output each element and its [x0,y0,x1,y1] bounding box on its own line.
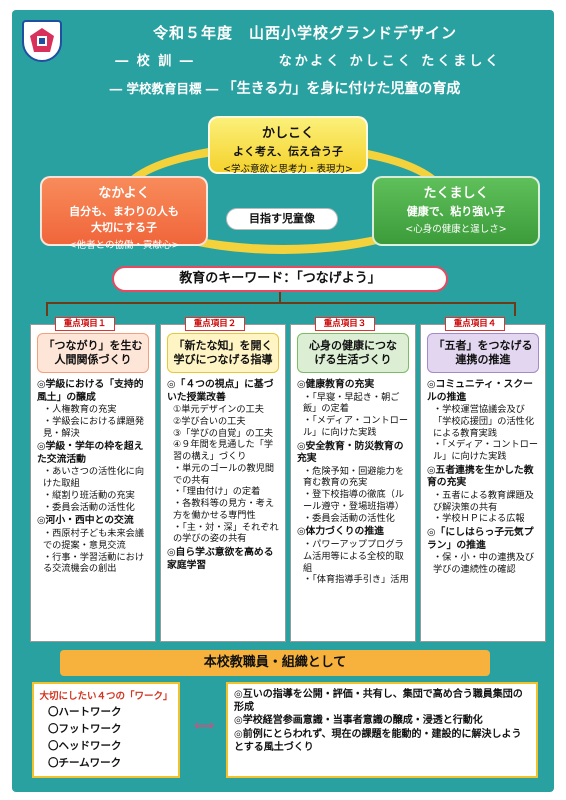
focus-tag: 重点項目１ [55,317,115,331]
focus-items: ◎学級における「支持的風土」の醸成・人権教育の充実・学級会における課題発見・解決… [31,373,155,575]
connector-bracket [46,302,516,316]
goal-text: 「生きる力」を身に付けた児童の育成 [222,81,461,97]
focus-column-1: 重点項目１ 「つながり」を生む 人間関係づくり ◎学級における「支持的風土」の醸… [30,317,156,642]
virtue-tag: <他者との協働・貢献心> [68,240,180,251]
education-keyword: 教育のキーワード：「つなげよう」 [112,266,448,292]
policy-item: ◎互いの指導を公開・評価・共有し、集団で高め合う職員集団の形成 [234,689,523,714]
virtue-title: かしこく [261,126,314,141]
focus-sub-item: ・「理由付け」の定着 [173,486,261,498]
focus-sub-item: ①単元デザインの工夫 [173,404,264,416]
focus-main-item: ◎コミュニティ・スクールの推進 [427,379,533,403]
virtue-takumashiku: たくましく 健康で、粘り強い子 <心身の健康と逞しさ> [372,176,540,246]
target-child-label: 目指す児童像 [226,208,338,230]
work-item: 〇チームワーク [48,757,122,769]
focus-sub-item: ・パワーアッププログラム活用等による全校的取組 [303,539,404,574]
works-title: 大切にしたい４つの「ワーク」 [39,691,173,702]
focus-sub-item: ・「早寝・早起き・朝ご飯」の定着 [303,391,400,415]
motto-label: ― 校 訓 ― [115,54,195,69]
focus-sub-item: ・委員会活動の活性化 [303,512,395,524]
virtue-sub: よく考え、伝え合う子 [233,145,343,158]
focus-column-2: 重点項目２ 「新たな知」を開く 学びにつなげる指導 ◎「４つの視点」に基づいた授… [160,317,286,642]
school-motto: ― 校 訓 ― なかよく かしこく たくましく [70,50,540,69]
school-emblem-icon [22,20,62,62]
staff-banner: 本校教職員・組織として [60,650,490,676]
focus-main-item: ◎五者連携を生かした教育の充実 [427,464,534,489]
focus-head: 心身の健康につな げる生活づくり [297,333,409,373]
motto-text: なかよく かしこく たくましく [278,54,502,69]
focus-main-item: ◎安全教育・防災教育の充実 [297,440,404,465]
focus-sub-item: ・学級会における課題発見・解決 [43,415,145,439]
virtue-tag: <心身の健康と逞しさ> [405,224,507,235]
policy-item: ◎前例にとらわれず、現在の課題を能動的・建設的に解決しようとする風土づくり [234,728,522,753]
focus-sub-item: ④９年間を見通した「学習の構え」づくり [173,439,274,463]
focus-sub-item: ③「学びの自覚」の工夫 [173,427,274,439]
virtue-nakayoku: なかよく 自分も、まわりの人も 大切にする子 <他者との協働・貢献心> [40,176,208,251]
focus-sub-item: ・行事・学習活動における交流機会の創出 [43,551,145,575]
focus-sub-item: ・五者による教育課題及び解決策の共有 [433,489,534,513]
focus-sub-item: ・学校ＨＰによる広報 [433,513,525,525]
page-title: 令和５年度 山西小学校グランドデザイン [152,24,457,42]
focus-sub-item: ・危険予知・回避能力を育む教育の充実 [303,465,405,489]
school-goal: ― 学校教育目標 ― 「生きる力」を身に付けた児童の育成 [30,78,540,98]
focus-sub-item: ・人権教育の充実 [43,404,117,416]
focus-sub-item: ・西原村子ども未来会議での提案・意見交流 [43,528,145,551]
focus-sub-item: ・「メディア・コントロール」に向けた実践 [433,439,539,463]
double-arrow-icon: ⟺ [193,718,215,734]
virtue-sub: 自分も、まわりの人も 大切にする子 [69,205,179,234]
focus-head: 「五者」をつなげる 連携の推進 [427,333,539,373]
focus-main-item: ◎学級・学年の枠を超えた交流活動 [37,441,144,465]
focus-items: ◎コミュニティ・スクールの推進・学校運営協議会及び「学校応援団」の活性化による教… [421,373,545,576]
virtue-tag: <学ぶ意欲と思考力・表現力> [223,164,353,175]
focus-sub-item: ・「主・対・深」それぞれの学びの姿の共有 [173,521,279,545]
focus-sub-item: ②学び合いの工夫 [173,415,246,427]
focus-tag: 重点項目３ [315,317,375,331]
focus-sub-item: ・「体育指導手引き」活用 [303,574,409,586]
focus-sub-item: ・あいさつの活性化に向けた取組 [43,466,145,490]
focus-main-item: ◎「にしはらっ子元気プラン」の推進 [427,527,534,551]
focus-main-item: ◎「４つの視点」に基づいた授業改善 [167,379,274,403]
focus-tag: 重点項目２ [185,317,245,331]
focus-head: 「新たな知」を開く 学びにつなげる指導 [167,333,279,373]
goal-label: ― 学校教育目標 ― [109,81,223,96]
focus-sub-item: ・保・小・中の連携及び学びの連続性の確認 [433,552,535,576]
virtue-kashikoku: かしこく よく考え、伝え合う子 <学ぶ意欲と思考力・表現力> [208,116,368,175]
focus-sub-item: ・縦割り班活動の充実 [43,489,135,501]
work-item: 〇ヘッドワーク [48,740,122,752]
work-item: 〇ハートワーク [48,706,122,718]
connector-line [279,292,281,304]
focus-items: ◎健康教育の充実・「早寝・早起き・朝ご飯」の定着・「メディア・コントロール」に向… [291,373,415,586]
staff-policies: ◎互いの指導を公開・評価・共有し、集団で高め合う職員集団の形成 ◎学校経営参画意… [226,682,538,778]
focus-sub-item: ・単元のゴールの教児間での共有 [173,462,275,486]
focus-tag: 重点項目４ [445,317,505,331]
focus-sub-item: ・各教科等の見方・考え方を働かせる専門性 [173,498,275,521]
focus-main-item: ◎河小・西中との交流 [37,515,134,527]
focus-sub-item: ・学校運営協議会及び「学校応援団」の活性化による教育実践 [433,404,535,439]
virtue-sub: 健康で、粘り強い子 [406,205,506,218]
works-box: 大切にしたい４つの「ワーク」 〇ハートワーク 〇フットワーク 〇ヘッドワーク 〇… [32,682,180,778]
focus-main-item: ◎自ら学ぶ意欲を高める家庭学習 [167,547,274,571]
focus-column-4: 重点項目４ 「五者」をつなげる 連携の推進 ◎コミュニティ・スクールの推進・学校… [420,317,546,642]
virtue-title: なかよく [98,186,150,201]
focus-main-item: ◎体力づくりの推進 [297,526,384,538]
focus-main-item: ◎健康教育の充実 [297,379,375,390]
focus-sub-item: ・登下校指導の徹底（ルール遵守・登場班指導） [303,489,405,512]
policy-item: ◎学校経営参画意識・当事者意識の醸成・浸透と行動化 [234,715,483,727]
focus-sub-item: ・委員会活動の活性化 [43,501,135,513]
work-item: 〇フットワーク [48,723,122,735]
virtue-title: たくましく [423,186,489,201]
focus-main-item: ◎学級における「支持的風土」の醸成 [37,379,144,403]
focus-sub-item: ・「メディア・コントロール」に向けた実践 [303,415,409,438]
focus-head: 「つながり」を生む 人間関係づくり [37,333,149,373]
focus-column-3: 重点項目３ 心身の健康につな げる生活づくり ◎健康教育の充実・「早寝・早起き・… [290,317,416,642]
